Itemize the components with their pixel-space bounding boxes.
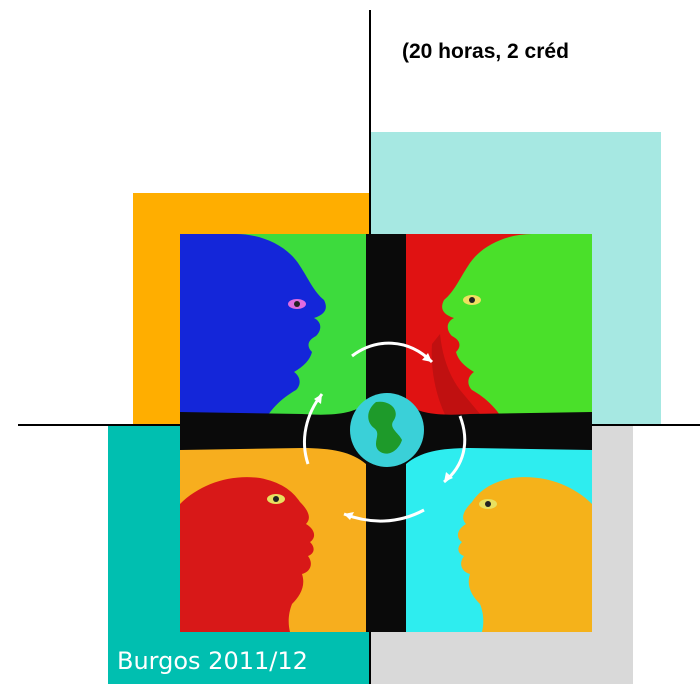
course-hours-credits-title: (20 horas, 2 créd <box>402 40 569 63</box>
communication-heads-icon <box>180 234 592 632</box>
communication-heads-illustration <box>180 234 592 632</box>
location-year-caption: Burgos 2011/12 <box>117 647 308 675</box>
